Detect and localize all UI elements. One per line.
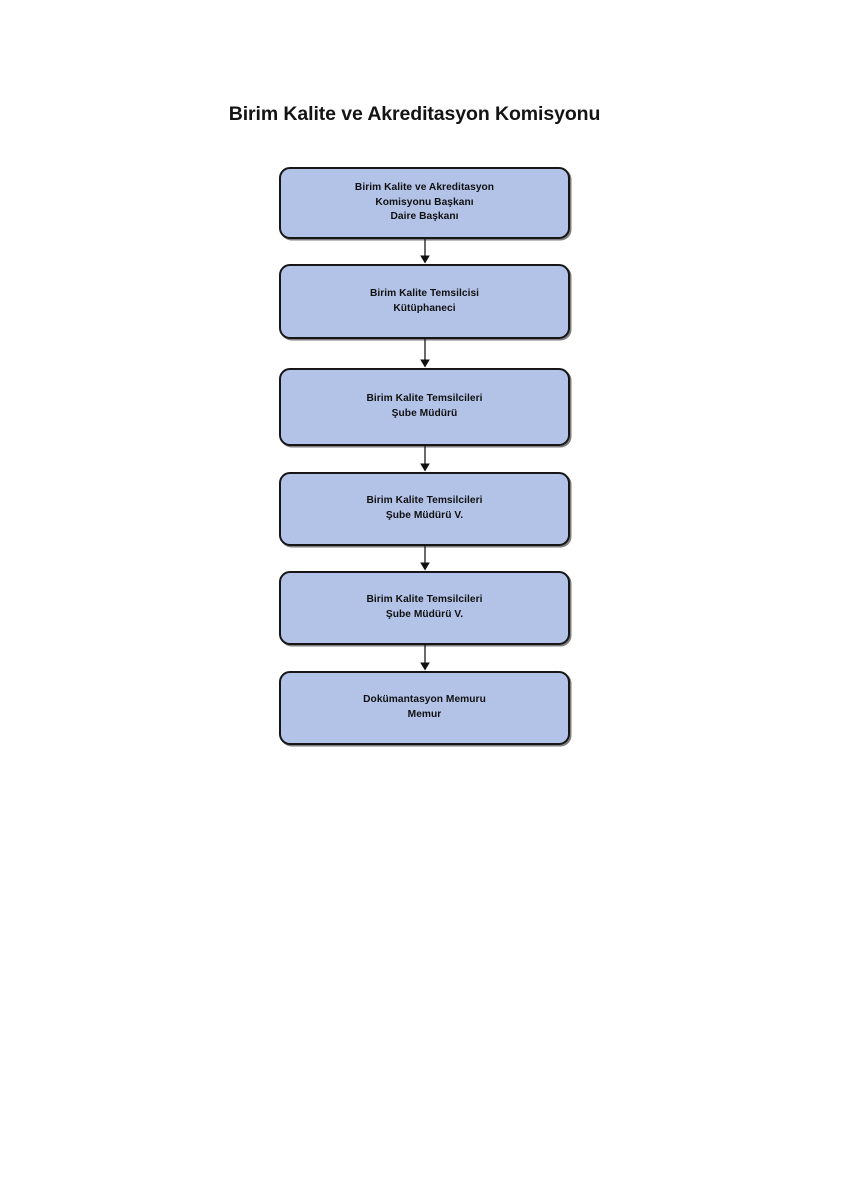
org-node-5-line-2: Şube Müdürü V. [385,609,464,620]
flow-node-wrapper: Birim Kalite ve Akreditasyon Komisyonu B… [279,167,570,239]
org-node-2-line-2: Kütüphaneci [393,302,456,314]
org-node-4[interactable]: Birim Kalite Temsilcileri Şube Müdürü V. [279,472,570,546]
connector-arrow-2 [279,339,570,368]
org-node-1-line-3: Daire Başkanı [390,211,459,223]
connector-arrow-4 [279,546,570,571]
page-title: Birim Kalite ve Akreditasyon Komisyonu [228,103,601,125]
org-node-5[interactable]: Birim Kalite Temsilcileri Şube Müdürü V. [279,571,570,645]
flow-node-wrapper: Dokümantasyon Memuru Memur [279,671,570,745]
org-node-4-line-1: Birim Kalite Temsilcileri [366,495,483,507]
org-node-1[interactable]: Birim Kalite ve Akreditasyon Komisyonu B… [279,167,570,239]
flow-node-wrapper: Birim Kalite Temsilcileri Şube Müdürü V. [279,472,570,546]
connector-arrow-3 [279,446,570,472]
org-node-2[interactable]: Birim Kalite Temsilcisi Kütüphaneci [279,264,570,339]
flow-node-wrapper: Birim Kalite Temsilcisi Kütüphaneci [279,264,570,339]
org-node-4-line-2: Şube Müdürü V. [385,510,464,521]
org-node-6[interactable]: Dokümantasyon Memuru Memur [279,671,570,745]
org-node-6-line-1: Dokümantasyon Memuru [363,694,486,706]
org-node-1-line-1: Birim Kalite ve Akreditasyon [354,182,495,194]
flow-node-wrapper: Birim Kalite Temsilcileri Şube Müdürü V. [279,571,570,645]
org-flowchart: Birim Kalite ve Akreditasyon Komisyonu B… [279,167,570,745]
org-node-6-line-2: Memur [407,709,442,720]
org-node-5-line-1: Birim Kalite Temsilcileri [366,594,483,606]
org-node-2-line-1: Birim Kalite Temsilcisi [369,287,480,299]
org-node-1-line-2: Komisyonu Başkanı [375,196,474,208]
connector-arrow-1 [279,239,570,264]
flow-node-wrapper: Birim Kalite Temsilcileri Şube Müdürü [279,368,570,446]
org-node-3[interactable]: Birim Kalite Temsilcileri Şube Müdürü [279,368,570,446]
org-node-3-line-1: Birim Kalite Temsilcileri [366,393,483,405]
org-node-3-line-2: Şube Müdürü [391,408,458,419]
connector-arrow-5 [279,645,570,671]
